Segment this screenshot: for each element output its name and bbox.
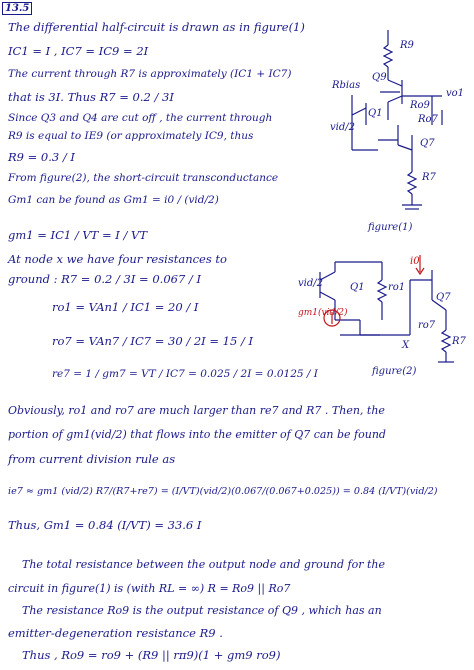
line-03: The current through R7 is approximately …	[8, 68, 292, 80]
fig2-label-ro1: ro1	[388, 282, 406, 293]
line-23: The resistance Ro9 is the output resista…	[22, 604, 382, 617]
fig1-label-q7: Q7	[420, 138, 435, 149]
fig1-label-q1: Q1	[368, 108, 383, 119]
line-22: circuit in figure(1) is (with RL = ∞) R …	[8, 582, 291, 595]
figure-1-circuit	[351, 30, 443, 210]
fig1-label-r9: R9	[400, 40, 414, 51]
line-16: Obviously, ro1 and ro7 are much larger t…	[8, 404, 385, 417]
fig1-caption: figure(1)	[368, 222, 413, 233]
fig1-label-vo1: vo1	[446, 88, 465, 99]
line-01: The differential half-circuit is drawn a…	[8, 20, 305, 34]
line-24: emitter-degeneration resistance R9 .	[8, 626, 223, 640]
fig2-caption: figure(2)	[372, 366, 417, 377]
figure-2-current-source	[323, 255, 425, 327]
fig1-label-ro9: Ro9	[410, 100, 430, 111]
fig2-label-vid2: vid/2	[298, 278, 323, 289]
line-19: ie7 ≈ gm1 (vid/2) R7/(R7+re7) = (I/VT)(v…	[8, 486, 438, 497]
fig2-label-q7: Q7	[436, 292, 451, 303]
line-06: R9 is equal to IE9 (or approximately IC9…	[8, 130, 254, 142]
ro1-resistor	[376, 279, 388, 303]
line-25: Thus , Ro9 = ro9 + (R9 || rπ9)(1 + gm9 r…	[22, 648, 281, 662]
fig2-label-r7: R7	[452, 336, 466, 347]
fig2-label-i0: i0	[410, 256, 420, 267]
fig1-label-r7: R7	[422, 172, 436, 183]
line-21: The total resistance between the output …	[22, 558, 385, 571]
r7-resistor	[406, 171, 418, 195]
line-08: From figure(2), the short-circuit transc…	[8, 172, 279, 184]
fig1-label-ro7: Ro7	[418, 114, 438, 125]
line-09: Gm1 can be found as Gm1 = i0 / (vid/2)	[8, 194, 219, 206]
line-07: R9 = 0.3 / I	[8, 150, 75, 164]
line-12: ground : R7 = 0.2 / 3I = 0.067 / I	[8, 272, 201, 286]
fig2-label-x: X	[402, 340, 410, 351]
line-13: ro1 = VAn1 / IC1 = 20 / I	[52, 300, 199, 314]
fig1-label-q9: Q9	[372, 72, 387, 83]
problem-number: 13.5	[2, 2, 33, 15]
line-15: re7 = 1 / gm7 = VT / IC7 = 0.025 / 2I = …	[52, 368, 318, 380]
r9-resistor	[382, 44, 394, 68]
line-20: Thus, Gm1 = 0.84 (I/VT) = 33.6 I	[8, 518, 202, 532]
line-18: from current division rule as	[8, 452, 176, 466]
line-17: portion of gm1(vid/2) that flows into th…	[8, 428, 386, 441]
line-14: ro7 = VAn7 / IC7 = 30 / 2I = 15 / I	[52, 334, 254, 348]
line-04: that is 3I. Thus R7 = 0.2 / 3I	[8, 90, 174, 104]
line-10: gm1 = IC1 / VT = I / VT	[8, 228, 147, 242]
fig1-label-vid2: vid/2	[330, 122, 355, 133]
line-05: Since Q3 and Q4 are cut off , the curren…	[8, 112, 273, 124]
figure-2-circuit	[319, 261, 454, 363]
fig2-label-ro7: ro7	[418, 320, 436, 331]
fig2-label-q1: Q1	[350, 282, 365, 293]
fig2-label-gm1: gm1(vid/2)	[298, 308, 348, 318]
line-02: IC1 = I , IC7 = IC9 = 2I	[8, 44, 149, 58]
fig1-label-rbias: Rbias	[332, 80, 361, 91]
r7-resistor-fig2	[440, 329, 452, 353]
line-11: At node x we have four resistances to	[8, 252, 227, 266]
